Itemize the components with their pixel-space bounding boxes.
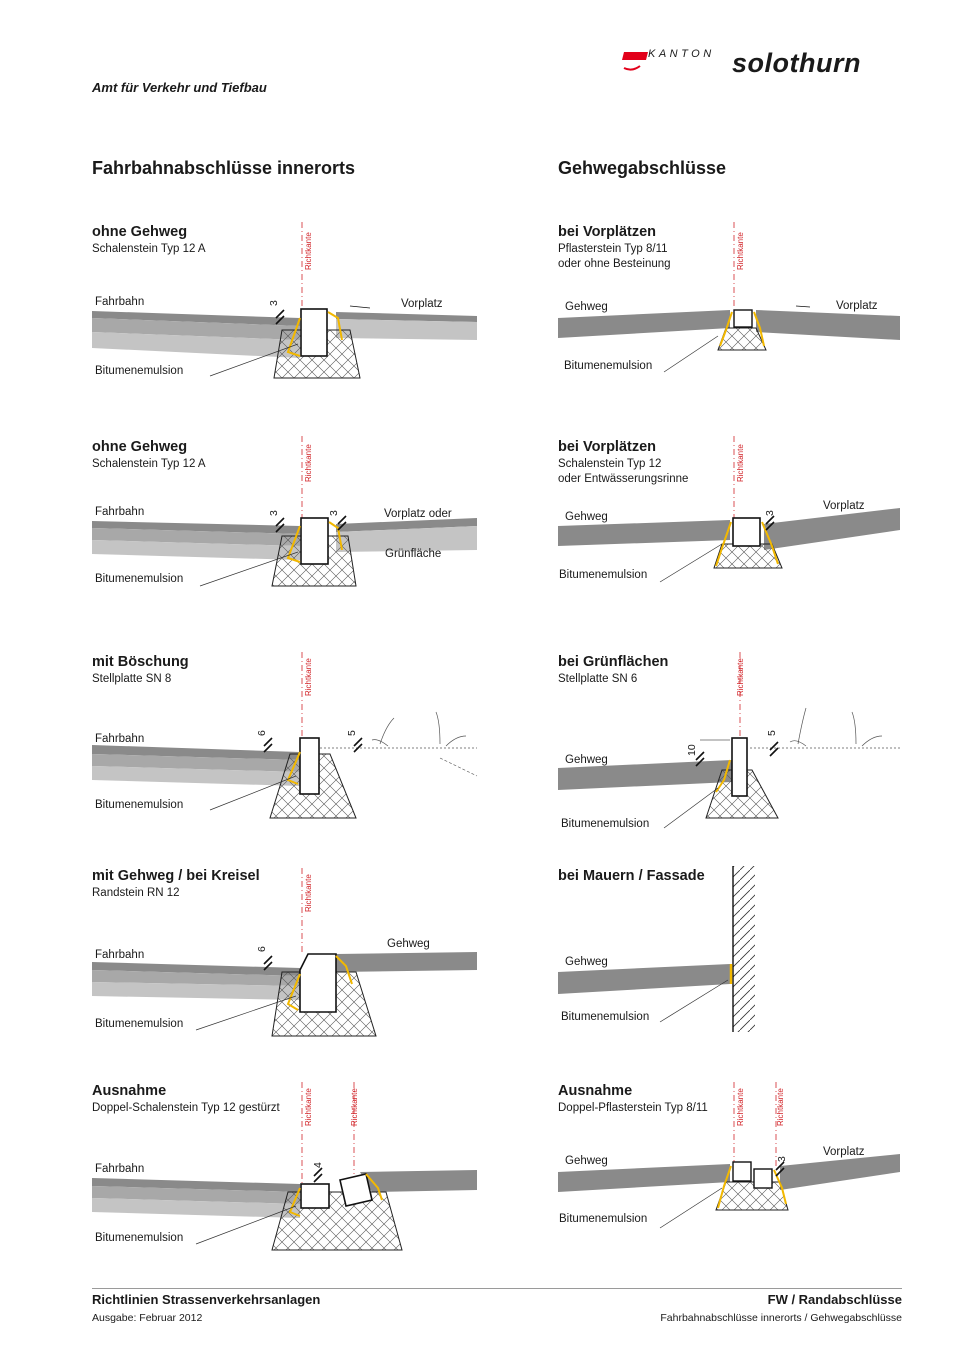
left-4-title: mit Gehweg / bei Kreisel <box>92 868 260 884</box>
right-1-label-gehweg: Gehweg <box>565 301 608 313</box>
left-3-dim-2: 5 <box>346 730 358 736</box>
logo-mark-icon <box>622 52 648 71</box>
right-4-label-gehweg: Gehweg <box>565 956 608 968</box>
right-3-subtitle: Stellplatte SN 6 <box>558 673 638 685</box>
right-detail-3 <box>558 652 900 829</box>
right-1-richtkante: Richtkante <box>736 232 745 270</box>
left-3-title: mit Böschung <box>92 654 189 670</box>
right-detail-1 <box>558 222 900 373</box>
footer-left-subtitle: Ausgabe: Februar 2012 <box>92 1312 203 1324</box>
left-2-dim-1: 3 <box>268 510 280 516</box>
left-2-label-gruenflaeche: Grünfläche <box>385 548 442 560</box>
left-detail-5 <box>92 1082 477 1251</box>
left-1-title: ohne Gehweg <box>92 224 188 240</box>
right-5-subtitle: Doppel-Pflasterstein Typ 8/11 <box>558 1102 708 1114</box>
left-4-richtkante: Richtkante <box>304 874 313 912</box>
left-2-label-bitumen: Bitumenemulsion <box>95 573 184 585</box>
right-2-label-vorplatz: Vorplatz <box>823 500 865 512</box>
right-detail-4 <box>558 866 755 1032</box>
footer-right-title: FW / Randabschlüsse <box>767 1292 902 1307</box>
left-2-label-vorplatz: Vorplatz oder <box>384 508 452 520</box>
right-1-label-bitumen: Bitumenemulsion <box>564 360 653 372</box>
logo-kanton-text: KANTON <box>648 48 715 60</box>
left-detail-4 <box>92 868 477 1037</box>
right-detail-2 <box>558 436 900 583</box>
right-1-subtitle-2: oder ohne Besteinung <box>558 258 671 270</box>
left-5-dim: 4 <box>312 1162 324 1168</box>
right-2-label-bitumen: Bitumenemulsion <box>559 569 648 581</box>
left-3-subtitle: Stellplatte SN 8 <box>92 673 172 685</box>
left-4-label-bitumen: Bitumenemulsion <box>95 1018 184 1030</box>
right-3-title: bei Grünflächen <box>558 654 669 670</box>
left-5-label-fahrbahn: Fahrbahn <box>95 1163 145 1175</box>
right-5-richtkante-2: Richtkante <box>776 1088 785 1126</box>
left-5-richtkante-2: Richtkante <box>350 1088 359 1126</box>
right-3-label-gehweg: Gehweg <box>565 754 608 766</box>
right-5-label-gehweg: Gehweg <box>565 1155 608 1167</box>
right-2-subtitle-2: oder Entwässerungsrinne <box>558 473 689 485</box>
left-4-label-gehweg: Gehweg <box>387 938 430 950</box>
left-4-dim: 6 <box>256 946 268 952</box>
left-2-subtitle: Schalenstein Typ 12 A <box>92 458 206 470</box>
right-detail-5 <box>558 1082 900 1229</box>
right-3-label-bitumen: Bitumenemulsion <box>561 818 650 830</box>
left-2-label-fahrbahn: Fahrbahn <box>95 506 145 518</box>
left-detail-3 <box>92 652 478 819</box>
left-3-label-bitumen: Bitumenemulsion <box>95 799 184 811</box>
left-2-richtkante: Richtkante <box>304 444 313 482</box>
left-4-label-fahrbahn: Fahrbahn <box>95 949 145 961</box>
right-5-richtkante-1: Richtkante <box>736 1088 745 1126</box>
right-5-label-bitumen: Bitumenemulsion <box>559 1213 648 1225</box>
logo-name-text: solothurn <box>732 48 861 78</box>
right-5-dim: 3 <box>776 1156 788 1162</box>
kanton-logo: KANTON solothurn <box>622 44 912 84</box>
left-5-richtkante-1: Richtkante <box>304 1088 313 1126</box>
right-1-title: bei Vorplätzen <box>558 224 657 240</box>
left-1-dim: 3 <box>268 300 280 306</box>
right-column-title: Gehwegabschlüsse <box>558 158 727 178</box>
right-4-title: bei Mauern / Fassade <box>558 868 705 884</box>
left-1-subtitle: Schalenstein Typ 12 A <box>92 243 206 255</box>
right-3-dim-1: 10 <box>686 744 698 756</box>
right-2-dim: 3 <box>764 510 776 516</box>
left-1-label-bitumen: Bitumenemulsion <box>95 365 184 377</box>
right-1-label-vorplatz: Vorplatz <box>836 300 878 312</box>
right-4-label-bitumen: Bitumenemulsion <box>561 1011 650 1023</box>
left-detail-1 <box>92 222 477 379</box>
left-1-label-vorplatz: Vorplatz <box>401 298 443 310</box>
right-3-richtkante: Richtkante <box>736 658 745 696</box>
right-2-subtitle-1: Schalenstein Typ 12 <box>558 458 662 470</box>
right-1-subtitle-1: Pflasterstein Typ 8/11 <box>558 243 668 255</box>
left-column-title: Fahrbahnabschlüsse innerorts <box>92 158 356 178</box>
left-4-subtitle: Randstein RN 12 <box>92 887 180 899</box>
left-1-label-fahrbahn: Fahrbahn <box>95 296 145 308</box>
left-2-title: ohne Gehweg <box>92 439 188 455</box>
right-2-richtkante: Richtkante <box>736 444 745 482</box>
left-detail-2 <box>92 436 477 587</box>
department-name: Amt für Verkehr und Tiefbau <box>92 80 267 95</box>
left-5-label-bitumen: Bitumenemulsion <box>95 1232 184 1244</box>
right-2-title: bei Vorplätzen <box>558 439 657 455</box>
left-3-dim-1: 6 <box>256 730 268 736</box>
right-5-label-vorplatz: Vorplatz <box>823 1146 865 1158</box>
left-3-label-fahrbahn: Fahrbahn <box>95 733 145 745</box>
left-2-dim-2: 3 <box>328 510 340 516</box>
footer-left-title: Richtlinien Strassenverkehrsanlagen <box>92 1292 321 1307</box>
right-3-dim-2: 5 <box>766 730 778 736</box>
left-5-title: Ausnahme <box>92 1083 167 1099</box>
right-2-label-gehweg: Gehweg <box>565 511 608 523</box>
left-1-richtkante: Richtkante <box>304 232 313 270</box>
left-5-subtitle: Doppel-Schalenstein Typ 12 gestürzt <box>92 1102 280 1114</box>
footer-right-subtitle: Fahrbahnabschlüsse innerorts / Gehwegabs… <box>660 1312 902 1324</box>
footer-divider <box>92 1288 902 1289</box>
right-5-title: Ausnahme <box>558 1083 633 1099</box>
left-3-richtkante: Richtkante <box>304 658 313 696</box>
